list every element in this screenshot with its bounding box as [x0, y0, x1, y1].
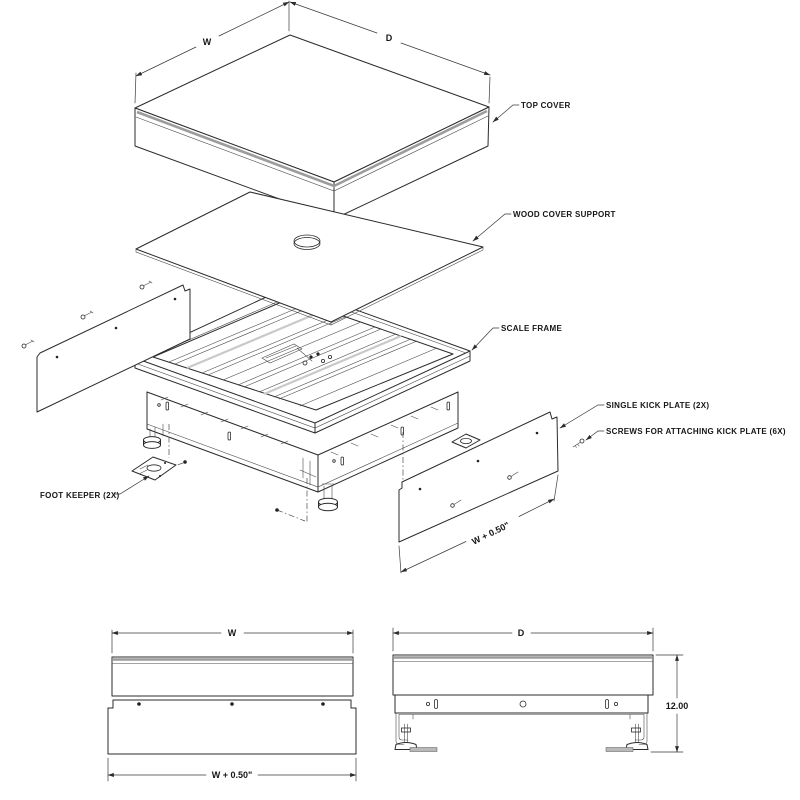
dimension-w-iso: W — [134, 0, 290, 104]
dim-label-w-plus-iso: W + 0.50" — [470, 520, 511, 547]
screw-icon — [80, 310, 94, 320]
dimension-w-front: W — [111, 628, 354, 654]
screw-icon — [507, 471, 519, 480]
kick-plate-screws-left — [21, 280, 153, 349]
side-view-foot-left — [394, 712, 438, 752]
junction-box-detail — [261, 343, 332, 366]
dim-label-w-plus-front: W + 0.50" — [212, 770, 253, 780]
front-view-kick-plate — [107, 699, 357, 755]
screw-icon — [450, 499, 462, 508]
screw-icon — [21, 339, 35, 349]
callouts: TOP COVER WOOD COVER SUPPORT SCALE FRAME… — [40, 101, 786, 500]
side-view-foot-right — [605, 712, 649, 752]
foot-keeper-installed — [451, 433, 481, 449]
callout-top-cover: TOP COVER — [521, 101, 571, 110]
dim-label-d: D — [386, 33, 393, 43]
deck-slats — [168, 303, 438, 407]
kick-plate-screw-right — [572, 438, 585, 448]
dimension-w-plus-front: W + 0.50" — [107, 757, 357, 782]
dim-label-w-front: W — [228, 628, 237, 638]
keeper-screw-front — [275, 508, 279, 512]
dimension-height: 12.00 — [650, 654, 689, 753]
dim-label-height: 12.00 — [666, 701, 689, 711]
dim-label-d-side: D — [518, 628, 525, 638]
foot-keeper-exploded — [131, 456, 177, 481]
kick-plate-left — [36, 284, 191, 413]
callout-wood-cover-support: WOOD COVER SUPPORT — [513, 210, 616, 219]
callout-single-kick-plate: SINGLE KICK PLATE (2X) — [606, 401, 709, 410]
wood-cover-support — [135, 191, 484, 326]
top-cover — [134, 34, 490, 220]
leveling-foot-left — [143, 423, 164, 449]
callout-scale-frame: SCALE FRAME — [501, 324, 562, 333]
kick-plate-right — [398, 411, 559, 543]
scale-frame — [134, 285, 481, 524]
dimension-d-side: D — [392, 627, 654, 652]
frame-base — [146, 391, 459, 493]
callout-foot-keeper: FOOT KEEPER (2X) — [40, 491, 120, 500]
dim-label-w: W — [203, 37, 212, 47]
keeper-screw-left — [183, 460, 187, 464]
callout-kick-plate-screws: SCREWS FOR ATTACHING KICK PLATE (6X) — [606, 427, 786, 436]
side-view: D 12.00 — [392, 627, 689, 753]
leveling-foot-front — [299, 457, 338, 512]
screw-icon — [139, 280, 153, 290]
front-view: W W + 0.50" — [107, 628, 357, 782]
dimension-d-iso: D — [289, 1, 491, 104]
